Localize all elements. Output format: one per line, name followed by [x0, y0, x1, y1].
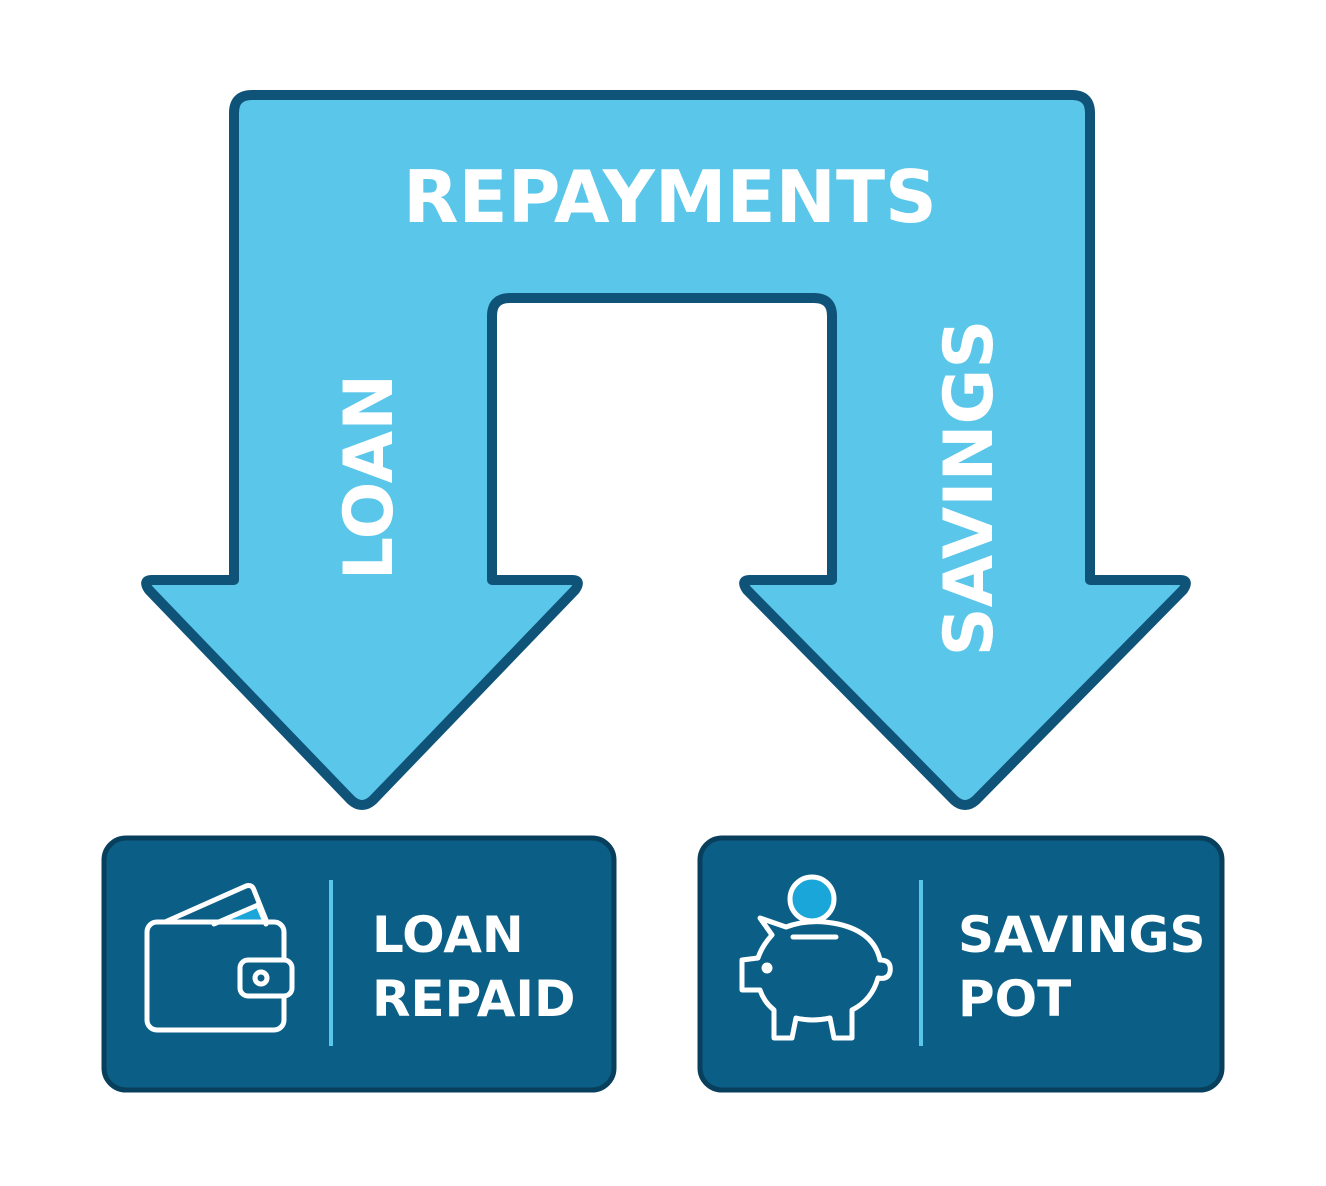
loan-repaid-line2: REPAID [372, 970, 576, 1028]
savings-pot-box-bg [697, 835, 1225, 1093]
repayments-split-arrow [141, 90, 1191, 810]
loan-repaid-box: LOAN REPAID [101, 835, 617, 1093]
savings-pot-line1: SAVINGS [958, 906, 1206, 964]
coin-icon [787, 874, 837, 924]
savings-arrow-label: SAVINGS [930, 320, 1009, 657]
savings-pot-box: SAVINGS POT [697, 835, 1225, 1093]
loan-arrow-label: LOAN [330, 374, 409, 580]
savings-pot-line2: POT [958, 970, 1071, 1028]
loan-repaid-line1: LOAN [372, 906, 524, 964]
loan-repaid-box-bg [101, 835, 617, 1093]
piggy-bank-icon [739, 874, 893, 1041]
wallet-icon [144, 883, 295, 1033]
repayments-label: REPAYMENTS [403, 155, 937, 239]
